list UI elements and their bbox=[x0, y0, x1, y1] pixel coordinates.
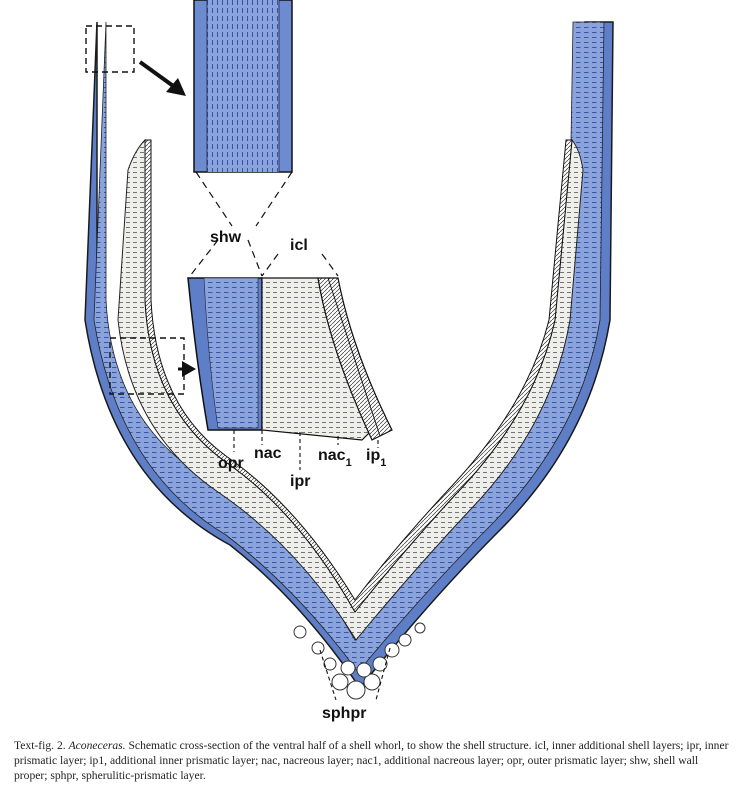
label-ip1: ip1 bbox=[366, 447, 386, 469]
arrow-top-icon bbox=[138, 60, 186, 96]
label-nac1: nac1 bbox=[318, 447, 352, 469]
caption-genus: Aconeceras. bbox=[68, 739, 126, 752]
label-nac: nac bbox=[254, 445, 282, 462]
leader-lines-lower bbox=[233, 430, 391, 701]
caption-prefix: Text-fig. 2. bbox=[14, 739, 66, 752]
inset-upper bbox=[193, 0, 293, 173]
leader-lines-shw bbox=[189, 171, 339, 277]
detail-box-upper bbox=[85, 25, 135, 73]
label-icl: icl bbox=[290, 237, 308, 254]
inner-additional-layers bbox=[144, 139, 573, 613]
spherulitic-prismatic-layer bbox=[293, 622, 426, 700]
label-shw: shw bbox=[210, 229, 242, 246]
inset-lower bbox=[187, 277, 393, 441]
label-sphpr: sphpr bbox=[322, 705, 366, 722]
arrow-middle-icon bbox=[178, 361, 196, 377]
label-opr: opr bbox=[218, 455, 244, 472]
figure-caption: Text-fig. 2. Aconeceras. Schematic cross… bbox=[14, 738, 734, 783]
label-ipr: ipr bbox=[290, 473, 310, 490]
shell-cross-section-diagram: shw icl opr nac ipr nac1 ip1 sphpr bbox=[84, 0, 614, 722]
caption-body: Schematic cross-section of the ventral h… bbox=[14, 739, 729, 782]
